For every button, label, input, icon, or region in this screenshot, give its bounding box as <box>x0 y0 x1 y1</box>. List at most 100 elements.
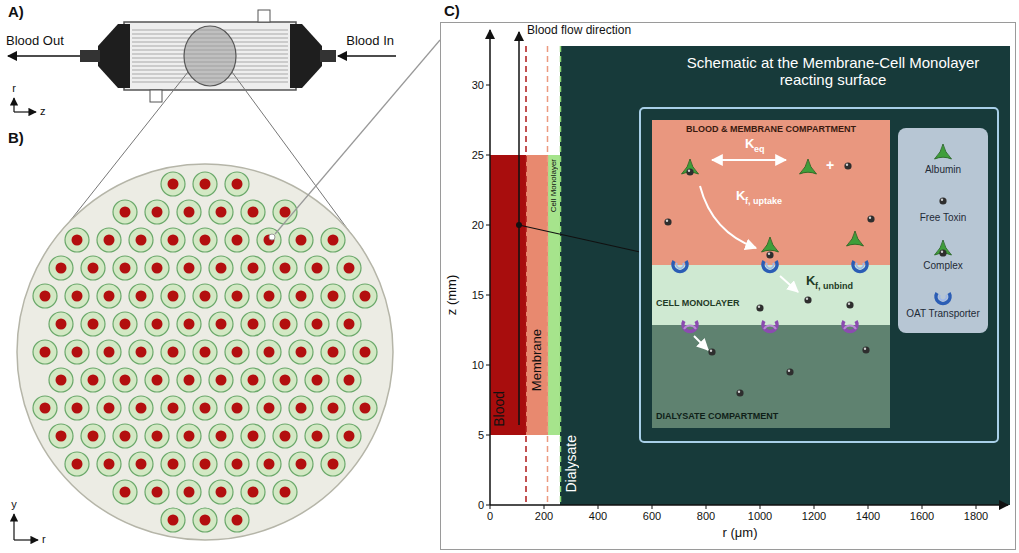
region-fill <box>490 46 1010 505</box>
hollow-fiber <box>104 459 115 470</box>
legend-item: Albumin <box>925 142 961 175</box>
hollow-fiber <box>241 200 265 224</box>
axis-tick-label: 600 <box>643 510 661 522</box>
molecule-icons <box>664 159 874 397</box>
axis-tick <box>544 505 545 509</box>
label-holder: 800 <box>697 510 715 522</box>
label-holder: 0 <box>487 510 493 522</box>
hollow-fiber <box>200 291 211 302</box>
hollow-fiber <box>161 228 185 252</box>
axis-tick <box>490 505 491 509</box>
legend-icon <box>934 144 951 159</box>
label-holder: eq <box>754 145 765 155</box>
molecule-icons <box>736 389 743 396</box>
axis-tick-label: 20 <box>472 219 484 231</box>
molecule-icons <box>694 336 708 350</box>
legend-box: AlbuminFree ToxinComplexOAT Transporter <box>898 128 988 333</box>
hollow-fiber <box>280 207 291 218</box>
boundary-dash <box>560 46 562 505</box>
hollow-fiber <box>289 340 313 364</box>
hollow-fiber <box>344 431 355 442</box>
label-holder: y <box>11 498 17 510</box>
compartment-box: DIALYSATE COMPARTMENT <box>652 325 890 428</box>
hollow-fiber <box>200 235 211 246</box>
molecule-icons <box>683 321 697 332</box>
molecule-icons <box>844 162 851 169</box>
hollow-fiber <box>200 459 211 470</box>
hollow-fiber <box>33 396 57 420</box>
hollow-fiber <box>81 368 105 392</box>
hollow-fiber <box>241 312 265 336</box>
hollow-fiber <box>264 459 275 470</box>
label-holder: 1600 <box>910 510 934 522</box>
hollow-fiber <box>193 284 217 308</box>
hollow-fiber <box>225 452 249 476</box>
zoom-leader <box>269 234 275 240</box>
label-holder: B) <box>8 130 24 147</box>
hollow-fiber <box>152 487 163 498</box>
hollow-fiber <box>161 284 185 308</box>
hollow-fiber <box>264 291 275 302</box>
legend-text: Free Toxin <box>920 212 967 223</box>
hollow-fiber <box>113 256 137 280</box>
hollow-fiber <box>321 284 345 308</box>
hollow-fiber <box>193 172 217 196</box>
hollow-fiber <box>129 340 153 364</box>
hollow-fiber <box>56 263 67 274</box>
hollow-fiber <box>216 431 227 442</box>
axis-tick <box>976 505 977 509</box>
fiber-bundle-section <box>17 164 393 540</box>
label-holder: 1800 <box>964 510 988 522</box>
label-holder: 20 <box>472 219 484 231</box>
hollow-fiber <box>65 340 89 364</box>
label-holder: A) <box>8 4 24 21</box>
hollow-fiber <box>88 375 99 386</box>
hollow-fiber <box>113 480 137 504</box>
hollow-fiber <box>273 368 297 392</box>
label-holder: K <box>736 189 745 203</box>
legend-item: Complex <box>923 238 962 271</box>
axis-tick <box>486 155 490 156</box>
hollow-fiber <box>337 256 361 280</box>
hollow-fiber <box>296 403 307 414</box>
hollow-fiber <box>72 347 83 358</box>
hollow-fiber <box>145 312 169 336</box>
hollow-fiber <box>289 396 313 420</box>
hollow-fiber <box>136 403 147 414</box>
hollow-fiber <box>72 459 83 470</box>
dialyzer-drawing <box>98 24 130 88</box>
axis-tick <box>486 435 490 436</box>
hollow-fiber <box>232 459 243 470</box>
hollow-fiber <box>113 424 137 448</box>
caption-label: r (μm) <box>723 526 758 540</box>
axis-arrows <box>14 539 38 540</box>
hollow-fiber <box>360 347 371 358</box>
compartment-box: CELL MONOLAYER <box>652 265 890 325</box>
inset-leader <box>516 222 640 252</box>
chart-axes <box>489 30 491 505</box>
hollow-fiber <box>88 431 99 442</box>
hollow-fiber <box>168 403 179 414</box>
hollow-fiber <box>184 487 195 498</box>
hollow-fiber <box>248 487 259 498</box>
schematic-title: Schematic at the Membrane-Cell Monolayer… <box>668 54 998 89</box>
axis-arrows <box>13 98 14 112</box>
hollow-fiber <box>344 375 355 386</box>
hollow-fiber <box>177 424 201 448</box>
region-label: Dialysate <box>564 435 578 493</box>
axis-tick <box>486 365 490 366</box>
region-label: Membrane <box>530 329 543 391</box>
text-holder: C) <box>444 2 460 19</box>
dialyzer-drawing <box>8 10 396 102</box>
molecule-icons <box>847 231 864 246</box>
label-holder: z (mm) <box>445 275 459 315</box>
label-holder: 10 <box>472 359 484 371</box>
axis-tick-label: 1800 <box>964 510 988 522</box>
hollow-fiber <box>56 431 67 442</box>
hollow-fiber <box>72 235 83 246</box>
hollow-fiber <box>113 200 137 224</box>
text-holder: Membrane <box>530 329 543 391</box>
hollow-fiber <box>200 403 211 414</box>
hollow-fiber <box>161 172 185 196</box>
hollow-fiber <box>177 200 201 224</box>
